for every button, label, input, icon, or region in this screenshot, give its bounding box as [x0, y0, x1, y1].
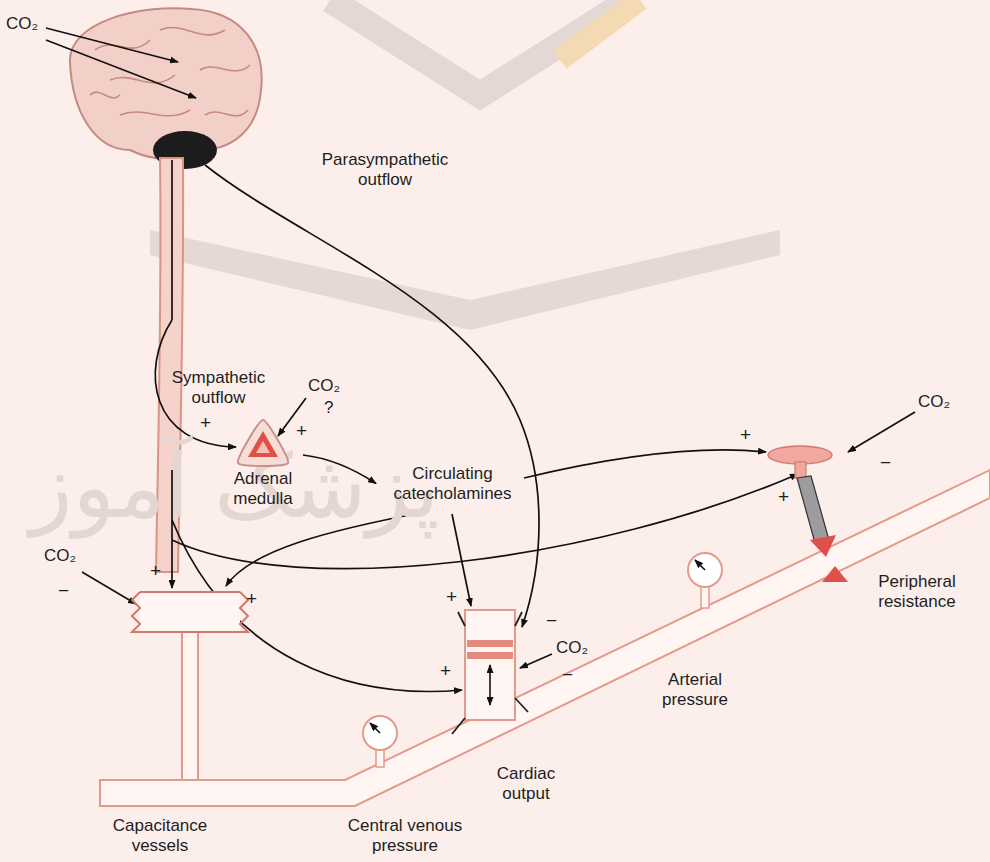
label-text: CO₂: [44, 546, 76, 565]
sign-minus: −: [546, 610, 557, 632]
gas-label: CO₂: [556, 638, 588, 658]
nerve-label: Parasympathetic outflow: [310, 150, 460, 189]
sign-plus: +: [778, 486, 789, 508]
capacitance-vessel-part: [140, 592, 240, 632]
label-text: +: [740, 424, 751, 445]
sign-plus: +: [200, 412, 211, 434]
label-text: Cardiac output: [497, 764, 556, 803]
label-text: −: [880, 452, 891, 473]
part-label: Peripheral resistance: [862, 572, 972, 611]
label-text: +: [778, 486, 789, 507]
label-text: −: [58, 580, 69, 601]
sign-plus: +: [446, 586, 457, 608]
label-text: CO₂: [308, 376, 340, 395]
label-text: CO₂: [6, 14, 38, 33]
gland-core: [256, 441, 270, 453]
heart-pump-part: [452, 612, 528, 734]
pressure-gauge-part: [376, 749, 384, 767]
gland-outline: [238, 420, 288, 466]
heart-pump-part: [465, 610, 515, 720]
nerve-line-part: [46, 28, 178, 62]
pressure-gauge-part: [701, 586, 709, 608]
resistance-valve-part: [768, 446, 832, 464]
part-label: Cardiac output: [486, 764, 566, 803]
sign-plus: +: [150, 560, 161, 582]
resistance-valve-part: [822, 566, 848, 582]
label-text: +: [246, 588, 257, 609]
node-text: Circulating catecholamines: [380, 464, 525, 503]
part-label: Central venous pressure: [330, 816, 480, 855]
label-text: Parasympathetic outflow: [322, 150, 449, 189]
brain: [70, 8, 262, 169]
gas-label: CO₂: [308, 376, 340, 396]
label-text: Peripheral resistance: [878, 572, 956, 611]
label-text: +: [200, 412, 211, 433]
pressure-gauge-part: [695, 560, 705, 570]
hormone-label-box: Circulating catecholamines: [378, 462, 527, 505]
label-text: Central venous pressure: [348, 816, 462, 855]
heart-pump-part: [489, 665, 491, 705]
resistance-valve-part: [795, 462, 806, 478]
resistance-valve: [768, 446, 848, 582]
heart-pump-part: [467, 640, 513, 647]
label-text: −: [562, 664, 573, 685]
capacitance-vessel-part: [132, 592, 248, 632]
nerve-line-part: [524, 450, 766, 478]
capacitance-vessel-part: [182, 632, 198, 784]
gland-triangle: [233, 417, 293, 469]
pressure-gauge: [363, 553, 722, 767]
label-text: Capacitance vessels: [113, 816, 208, 855]
sign-minus: −: [880, 452, 891, 474]
part-label: Arterial pressure: [650, 670, 740, 709]
resistance-valve-part: [810, 535, 836, 557]
gland-medulla: [248, 431, 278, 457]
pressure-gauge-part: [688, 553, 722, 587]
label-text: ?: [324, 398, 333, 417]
node-text: Adrenal medulla: [227, 469, 299, 508]
resistance-valve-part: [797, 476, 829, 543]
gas-label: CO₂: [44, 546, 76, 566]
sign-minus: −: [58, 580, 69, 602]
watermark-logo-part: [150, 230, 780, 330]
heart-pump: [452, 610, 528, 734]
query-mark: ?: [324, 398, 333, 418]
sign-plus: +: [246, 588, 257, 610]
sign-minus: −: [562, 664, 573, 686]
label-text: Sympathetic outflow: [172, 368, 266, 407]
sign-plus: +: [296, 420, 307, 442]
capacitance-vessel: [132, 592, 248, 784]
label-text: +: [440, 660, 451, 681]
label-text: CO₂: [918, 392, 950, 411]
nerve-label: Sympathetic outflow: [166, 368, 271, 407]
nerve-line-part: [82, 572, 136, 604]
nerve-line-part: [848, 412, 915, 452]
nerve-line-part: [520, 654, 552, 668]
label-text: +: [150, 560, 161, 581]
part-label: Capacitance vessels: [100, 816, 220, 855]
brain-part: [90, 28, 250, 116]
sign-plus: +: [440, 660, 451, 682]
label-text: +: [296, 420, 307, 441]
heart-pump-part: [467, 652, 513, 659]
gas-label: CO₂: [918, 392, 950, 412]
label-text: +: [446, 586, 457, 607]
gas-label: CO₂: [6, 14, 38, 34]
label-text: CO₂: [556, 638, 588, 657]
nerve-line-part: [171, 160, 173, 320]
label-text: Arterial pressure: [662, 670, 728, 709]
nerve-line-part: [46, 40, 196, 98]
label-text: −: [546, 610, 557, 631]
pressure-gauge-part: [363, 716, 397, 750]
adrenal-gland: Adrenal medulla: [225, 415, 301, 510]
sign-plus: +: [740, 424, 751, 446]
watermark-logo-part: [560, 0, 640, 60]
pressure-gauge-part: [370, 723, 380, 733]
